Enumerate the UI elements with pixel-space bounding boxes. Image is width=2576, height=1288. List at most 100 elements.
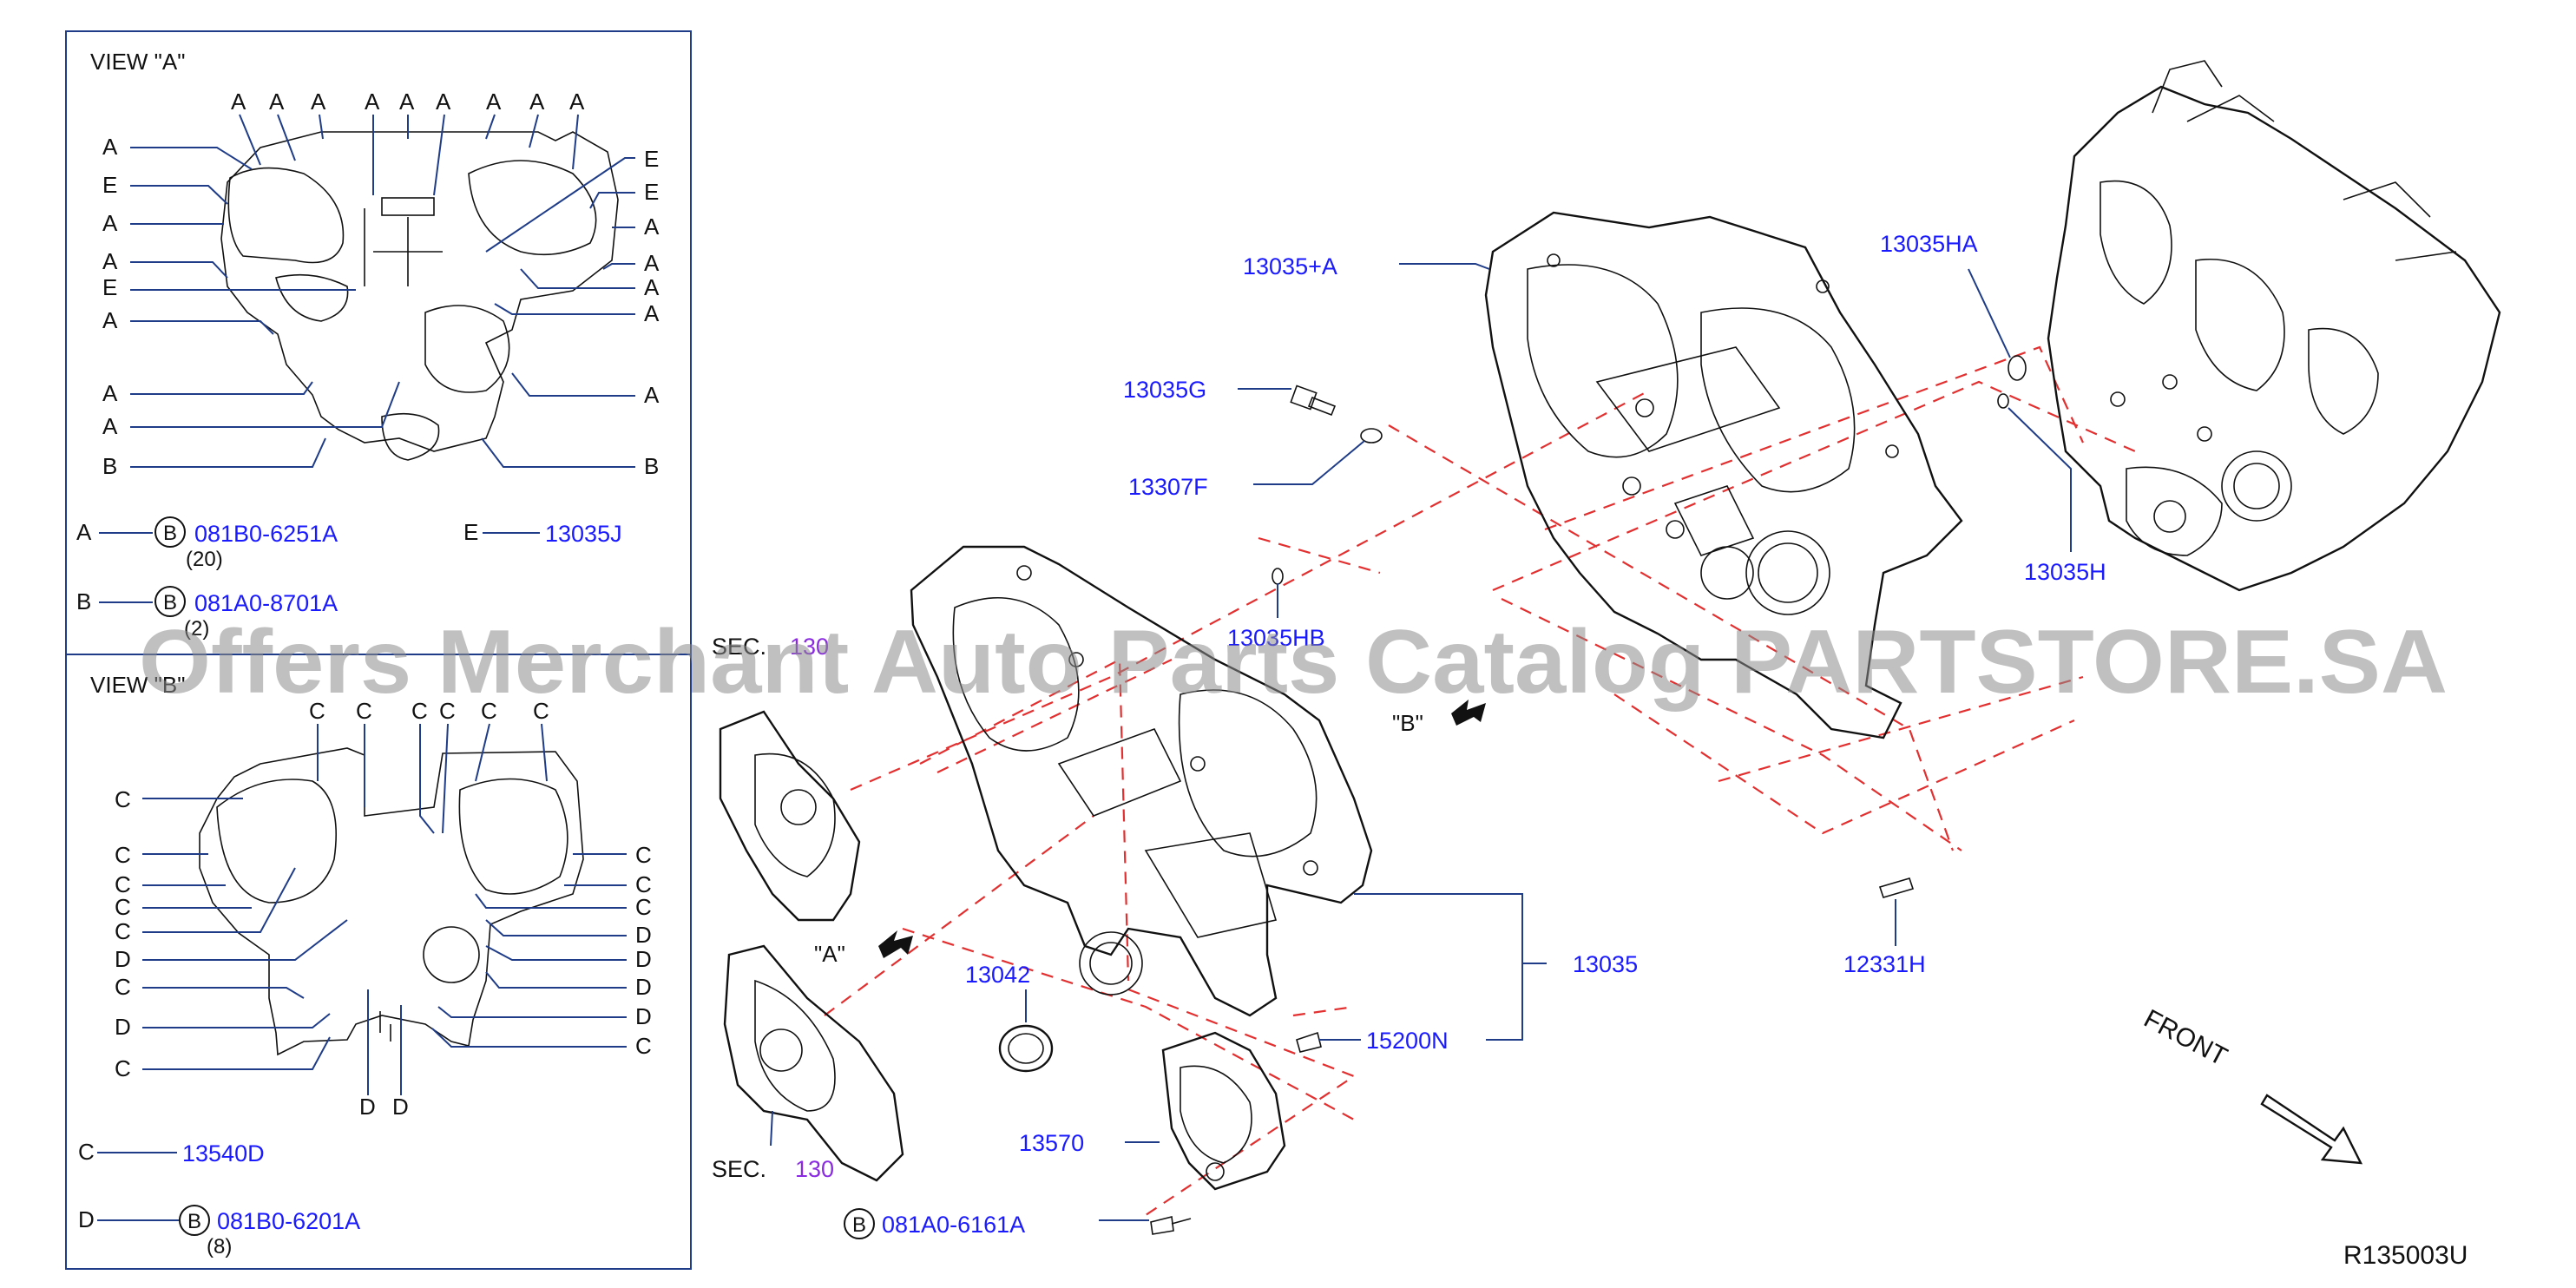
- view-a-letter: A: [644, 300, 660, 326]
- view-a-letter: A: [102, 380, 118, 406]
- view-b-letter: C: [635, 842, 652, 868]
- quantity: (20): [186, 548, 223, 571]
- bolt-081a0-6161a: [1150, 1216, 1192, 1235]
- view-a-letter: A: [569, 89, 585, 115]
- view-a-left-letters: A E A A E A A A B: [102, 134, 400, 479]
- view-b-letter: C: [439, 698, 456, 724]
- section-number-bottom[interactable]: 130: [795, 1156, 834, 1182]
- callout-13035g[interactable]: 13035G: [1123, 377, 1206, 403]
- view-b-letter: C: [533, 698, 549, 724]
- view-b-legend: C 13540D D B 081B0-6201A (8): [78, 1139, 360, 1258]
- view-a-letter: A: [365, 89, 380, 115]
- part-number[interactable]: 13035J: [545, 521, 622, 547]
- callout-081a0-6161a[interactable]: 081A0-6161A: [882, 1212, 1025, 1238]
- view-a-cover-outline: [220, 131, 619, 452]
- legend-letter: B: [76, 588, 91, 614]
- view-a-letter: A: [644, 382, 660, 408]
- view-a-letter: A: [102, 413, 118, 439]
- view-b-letter: D: [115, 1014, 131, 1040]
- view-a-letter: A: [644, 274, 660, 300]
- view-a-letter: A: [644, 214, 660, 240]
- view-a-letter: E: [102, 172, 117, 198]
- view-b-letter: D: [359, 1094, 376, 1120]
- front-label: FRONT: [2139, 1004, 2232, 1072]
- view-b-letter: C: [635, 894, 652, 920]
- washer-13307f: [1360, 428, 1383, 444]
- view-b-panel: VIEW "B": [65, 654, 692, 1270]
- callout-13035ha[interactable]: 13035HA: [1880, 231, 1978, 257]
- engine-block: [2047, 60, 2501, 592]
- front-arrow-icon: [2260, 1094, 2363, 1165]
- view-b-marker: "B": [1392, 710, 1423, 736]
- view-a-letter: A: [102, 134, 118, 160]
- callout-leaders: [770, 263, 2072, 1221]
- quantity: (2): [184, 617, 209, 641]
- front-timing-cover: [910, 545, 1373, 1017]
- view-b-letter: C: [411, 698, 428, 724]
- view-b-letter: D: [392, 1094, 409, 1120]
- rear-timing-cover: [1484, 211, 1963, 739]
- callout-13570[interactable]: 13570: [1019, 1130, 1084, 1156]
- view-b-letter: D: [635, 1003, 652, 1029]
- part-number[interactable]: 081B0-6201A: [217, 1208, 360, 1234]
- view-b-letter: C: [115, 786, 131, 812]
- stud-12331h: [1878, 877, 1915, 898]
- legend-letter: C: [78, 1139, 95, 1165]
- view-a-letter: A: [436, 89, 451, 115]
- callout-15200n[interactable]: 15200N: [1366, 1028, 1449, 1054]
- view-a-top-letters: A A A A A A A A A: [231, 89, 585, 196]
- assembly-dashed-lines: [824, 345, 2136, 1216]
- view-a-letter: A: [102, 210, 118, 236]
- view-b-left-letters: C C C C C D C D C: [115, 786, 348, 1081]
- part-number[interactable]: 13540D: [182, 1140, 265, 1166]
- view-b-letter: D: [635, 922, 652, 948]
- legend-letter: A: [76, 519, 92, 545]
- callout-13042[interactable]: 13042: [965, 962, 1030, 988]
- pin-15200n: [1296, 1031, 1322, 1053]
- view-a-letter: E: [102, 274, 117, 300]
- circle-b-icon: [179, 1205, 210, 1236]
- view-a-letter: A: [399, 89, 415, 115]
- circle-b-icon: [844, 1208, 875, 1239]
- view-a-letter: A: [269, 89, 285, 115]
- quantity: (8): [207, 1235, 232, 1258]
- view-b-arrow-icon: [1451, 700, 1486, 726]
- view-b-bottom-letters: D D: [359, 989, 409, 1120]
- oil-seal: [998, 1024, 1054, 1073]
- view-b-letter: C: [115, 974, 131, 1000]
- callout-13035[interactable]: 13035: [1573, 951, 1638, 977]
- callout-13307f[interactable]: 13307F: [1128, 474, 1208, 500]
- callout-12331h[interactable]: 12331H: [1843, 951, 1926, 977]
- lower-sub-cover: [723, 944, 904, 1182]
- part-number[interactable]: 081B0-6251A: [194, 521, 338, 547]
- view-a-panel: VIEW "A": [65, 30, 692, 655]
- view-b-letter: C: [309, 698, 325, 724]
- view-a-letter: A: [102, 307, 118, 333]
- pin-13035h: [1997, 393, 2009, 409]
- view-a-letter: E: [644, 146, 659, 172]
- view-a-letter: A: [102, 248, 118, 274]
- circle-b-icon: [154, 586, 186, 617]
- circle-b-letter: B: [187, 1210, 201, 1233]
- section-number-top[interactable]: 130: [790, 634, 829, 660]
- view-b-title: VIEW "B": [90, 672, 185, 698]
- view-a-letter: A: [311, 89, 326, 115]
- view-b-letter: C: [635, 871, 652, 897]
- view-a-letter: B: [102, 453, 117, 479]
- callout-13035a[interactable]: 13035+A: [1243, 253, 1337, 279]
- section-label-top: SEC.: [712, 634, 766, 660]
- circle-b-letter: B: [163, 522, 177, 545]
- view-b-top-letters: C C C C C C: [309, 698, 549, 834]
- callout-13035hb[interactable]: 13035HB: [1227, 625, 1325, 651]
- view-b-letter: C: [115, 1055, 131, 1081]
- view-b-letter: D: [635, 974, 652, 1000]
- callout-13035h[interactable]: 13035H: [2024, 559, 2106, 585]
- part-number[interactable]: 081A0-8701A: [194, 590, 338, 616]
- ring-13035ha: [2008, 355, 2027, 381]
- view-b-letter: C: [635, 1033, 652, 1059]
- bolt-13035g: [1290, 384, 1337, 417]
- view-b-cover-outline: [199, 747, 584, 1056]
- view-a-arrow-icon: [878, 930, 913, 958]
- view-b-letter: C: [115, 842, 131, 868]
